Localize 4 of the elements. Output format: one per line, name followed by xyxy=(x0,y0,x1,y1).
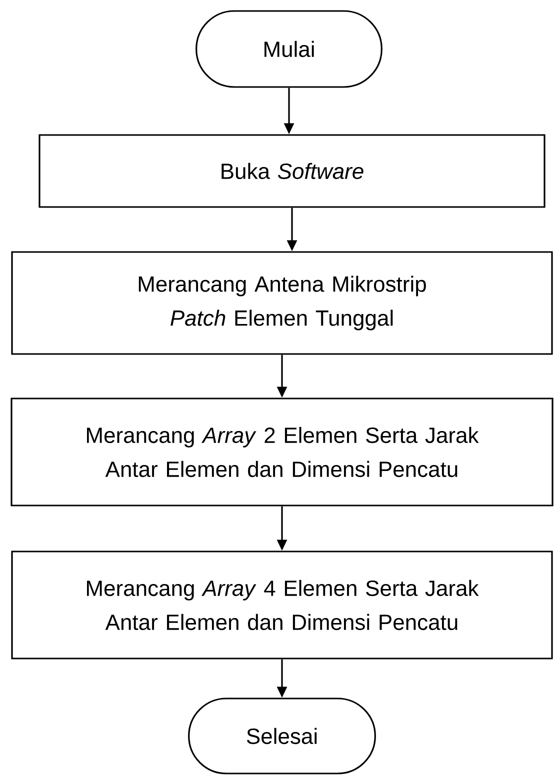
process-box: Buka Software xyxy=(38,134,546,208)
process-box: Merancang Array 4 Elemen Serta Jarak Antar Elemen dan Dimensi Pencatu xyxy=(11,550,553,660)
process-box: Merancang Array 2 Elemen Serta Jarak Antar Elemen dan Dimensi Pencatu xyxy=(10,398,554,506)
process-box: Merancang Antena Mikrostrip Patch Elemen Tunggal xyxy=(11,251,553,355)
